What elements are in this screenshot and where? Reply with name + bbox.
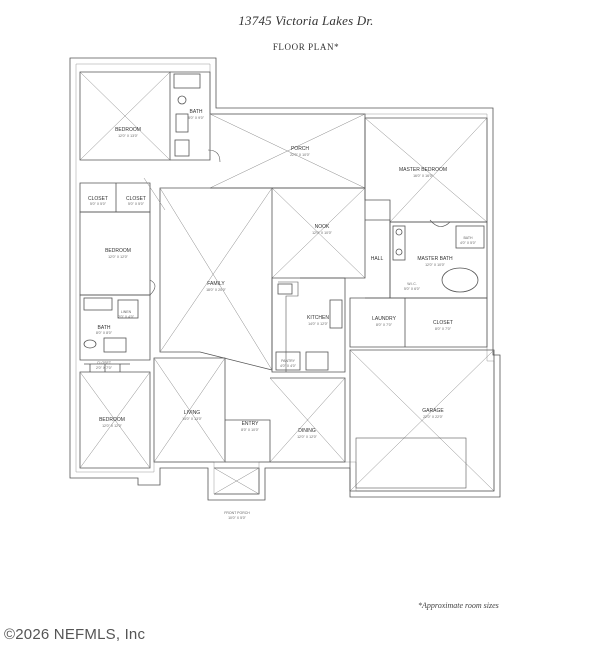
floor-plan-title: FLOOR PLAN* xyxy=(272,42,340,52)
laundry-label: LAUNDRY xyxy=(372,316,396,322)
bath-w-outline xyxy=(79,294,151,361)
bedroom-nw-dims: 12'0" X 13'0" xyxy=(118,134,139,138)
entry-label: ENTRY xyxy=(242,421,260,427)
porch-dims: 22'0" X 10'0" xyxy=(290,153,311,157)
front-porch-label: FRONT PORCH xyxy=(224,511,250,515)
wic-dims: 5'0" X 6'0" xyxy=(404,287,421,291)
bedroom-sw-label: BEDROOM xyxy=(99,417,125,423)
closet-master-dims: 8'0" X 7'0" xyxy=(435,327,452,331)
bath-nw-dims: 8'0" X 9'0" xyxy=(188,116,205,120)
kitchen-outline xyxy=(271,277,346,373)
exterior-wall xyxy=(69,57,501,501)
approximate-sizes-note: *Approximate room sizes xyxy=(418,601,499,610)
bedroom-sw-dims: 12'0" X 12'0" xyxy=(102,424,123,428)
closet-2-dims: 5'0" X 5'0" xyxy=(128,202,145,206)
front-porch-dims: 10'0" X 5'0" xyxy=(228,516,247,520)
closet-1-dims: 5'0" X 5'0" xyxy=(90,202,107,206)
master-bedroom-dims: 16'0" X 16'0" xyxy=(413,174,434,178)
closet-w-dims: 2'0" X 7'0" xyxy=(96,366,113,370)
bath-master-small-label: BATH xyxy=(463,236,473,240)
closet-master-label: CLOSET xyxy=(433,320,453,326)
bath-nw-outline xyxy=(170,71,211,161)
living-dims: 14'0" X 13'0" xyxy=(182,417,203,421)
linen-w-label: LINEN xyxy=(121,310,132,314)
linen-w-dims: 2'0" X 4'0" xyxy=(118,315,135,319)
master-bedroom-label: MASTER BEDROOM xyxy=(399,167,447,173)
laundry-dims: 8'0" X 7'0" xyxy=(376,323,393,327)
dining-dims: 12'0" X 12'0" xyxy=(297,435,318,439)
closet-w-label: CLOSET xyxy=(97,361,112,365)
bath-w-label: BATH xyxy=(98,325,111,331)
living-label: LIVING xyxy=(184,410,201,416)
wic-label: W.I.C. xyxy=(407,282,417,286)
pantry-outline xyxy=(275,351,301,371)
closet-1-label: CLOSET xyxy=(88,196,108,202)
dining-label: DINING xyxy=(298,428,316,434)
bath-nw-label: BATH xyxy=(190,109,203,115)
pantry-dims: 4'0" X 4'0" xyxy=(280,364,297,368)
family-label: FAMILY xyxy=(207,281,225,287)
hall-label: HALL xyxy=(371,256,384,262)
copyright-watermark: ©2026 NEFMLS, Inc xyxy=(4,626,146,643)
bedroom-w-label: BEDROOM xyxy=(105,248,131,254)
kitchen-dims: 14'0" X 12'0" xyxy=(308,322,329,326)
family-dims: 18'0" X 20'0" xyxy=(206,288,227,292)
bedroom-nw-label: BEDROOM xyxy=(115,127,141,133)
family-outline xyxy=(159,187,273,371)
pantry-label: PANTRY xyxy=(281,359,296,363)
master-bath-dims: 12'0" X 10'0" xyxy=(425,263,446,267)
kitchen-label: KITCHEN xyxy=(307,315,329,321)
nook-dims: 12'0" X 10'0" xyxy=(312,231,333,235)
entry-dims: 8'0" X 10'0" xyxy=(241,428,260,432)
bedroom-w-dims: 12'0" X 12'0" xyxy=(108,255,129,259)
nook-label: NOOK xyxy=(315,224,330,230)
bath-master-small-dims: 4'0" X 5'0" xyxy=(460,241,477,245)
garage-dims: 22'0" X 22'0" xyxy=(423,415,444,419)
master-bath-label: MASTER BATH xyxy=(417,256,453,262)
laundry-outline xyxy=(349,297,488,348)
entry-outline xyxy=(225,419,271,463)
garage-label: GARAGE xyxy=(422,408,444,414)
bath-w-dims: 8'0" X 8'0" xyxy=(96,331,113,335)
closet-2-label: CLOSET xyxy=(126,196,146,202)
address-title: 13745 Victoria Lakes Dr. xyxy=(238,13,374,28)
dining-outline xyxy=(270,377,346,463)
front-porch-outline xyxy=(214,467,260,495)
porch-label: PORCH xyxy=(291,146,309,152)
